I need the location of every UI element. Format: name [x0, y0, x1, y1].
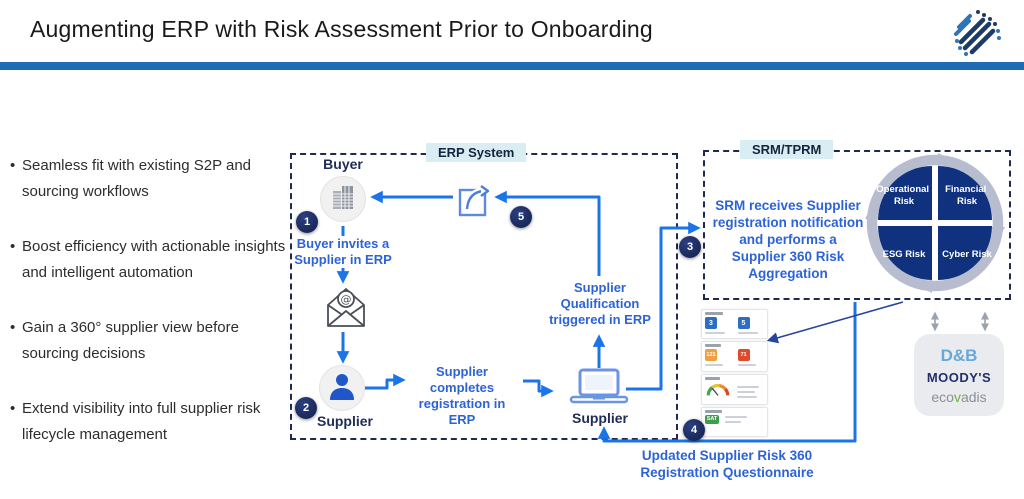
svg-text:@: @	[341, 293, 352, 306]
quadrant-esg-risk: ESG Risk	[883, 249, 926, 260]
company-logo-icon	[947, 6, 1005, 65]
supplier-node	[319, 365, 365, 411]
connector-srm-to-report	[766, 301, 904, 344]
list-item: Seamless fit with existing S2P and sourc…	[10, 153, 286, 205]
srm-tprm-label: SRM/TPRM	[740, 140, 834, 159]
rating-tile: SAT	[705, 414, 719, 424]
data-partners-box: D&B MOODY'S ecovadis	[914, 334, 1004, 416]
step-1-badge: 1	[296, 211, 318, 233]
risk-wheel: Operational Risk Financial Risk ESG Risk…	[860, 150, 1010, 305]
step-5-badge: 5	[510, 206, 532, 228]
qualification-text: Supplier Qualification triggered in ERP	[549, 280, 651, 327]
srm-description: SRM receives Supplier registration notif…	[712, 198, 864, 281]
step-3-badge: 3	[679, 236, 701, 258]
buyer-node	[320, 176, 366, 222]
list-item: Boost efficiency with actionable insight…	[10, 234, 286, 286]
step-1-text: Buyer invites a Supplier in ERP	[294, 236, 392, 267]
laptop-supplier-label: Supplier	[571, 410, 628, 426]
buyer-label: Buyer	[323, 156, 363, 172]
step-4-badge: 4	[683, 419, 705, 441]
dnb-logo: D&B	[940, 345, 978, 365]
quadrant-financial-risk: Financial Risk	[945, 184, 989, 207]
email-envelope-icon: @	[323, 283, 369, 334]
page-title: Augmenting ERP with Risk Assessment Prio…	[30, 16, 653, 42]
report-card: 121 71	[701, 341, 768, 372]
registration-text: Supplier completes registration in ERP	[418, 364, 506, 427]
share-icon	[456, 182, 492, 223]
benefits-list: Seamless fit with existing S2P and sourc…	[10, 153, 286, 477]
quadrant-operational-risk: Operational Risk	[876, 184, 931, 207]
score-tile: 121	[705, 349, 717, 362]
report-card: 3 5	[701, 309, 768, 340]
step-2-badge: 2	[295, 397, 317, 419]
risk-report-thumbnail: 3 5 121 71	[701, 309, 768, 437]
questionnaire-caption: Updated Supplier Risk 360 Registration Q…	[640, 448, 814, 480]
list-item: Extend visibility into full supplier ris…	[10, 396, 286, 448]
report-card: SAT	[701, 406, 768, 437]
quadrant-cyber-risk: Cyber Risk	[942, 249, 992, 260]
laptop-icon	[568, 368, 630, 409]
score-tile: 71	[737, 349, 750, 362]
srm-tprm-box	[703, 150, 1011, 300]
moodys-logo: MOODY'S	[926, 369, 992, 385]
report-card	[701, 373, 768, 405]
supplier-label: Supplier	[316, 413, 373, 429]
ecovadis-logo: ecovadis	[931, 388, 987, 405]
erp-system-label: ERP System	[426, 143, 527, 162]
person-icon	[327, 372, 357, 405]
list-item: Gain a 360° supplier view before sourcin…	[10, 315, 286, 367]
gauge-icon	[705, 382, 731, 402]
building-icon	[330, 183, 356, 216]
score-tile: 5	[737, 317, 750, 329]
score-tile: 3	[705, 317, 717, 329]
title-underline-bar	[0, 62, 1024, 70]
